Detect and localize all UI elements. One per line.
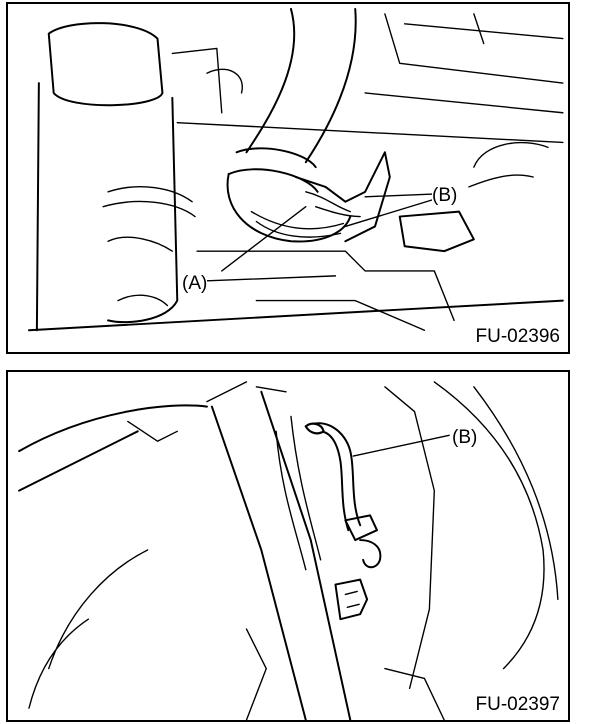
evap-hose-outer xyxy=(304,422,362,527)
body-curve-right xyxy=(433,381,545,670)
engine-bay-drawing xyxy=(27,7,564,332)
base-line xyxy=(27,299,564,332)
lower-frame xyxy=(196,250,455,331)
leader-a xyxy=(221,205,307,272)
fitting-bracket xyxy=(294,151,391,243)
bracket-outline xyxy=(171,47,243,114)
figure-id: FU-02397 xyxy=(473,694,562,716)
callout-a: (A) xyxy=(182,273,208,294)
tower-detail xyxy=(107,236,174,307)
lower-details xyxy=(245,628,445,720)
wheel-arch-lines xyxy=(18,404,208,492)
mount-bracket xyxy=(334,578,369,621)
strut-tower xyxy=(35,82,179,332)
breather-pipe xyxy=(275,415,322,571)
tower-bands xyxy=(102,186,196,218)
filler-pipe xyxy=(210,390,352,720)
bracket-bolts xyxy=(344,590,360,608)
lower-arch-lines xyxy=(28,549,149,709)
body-curve-far xyxy=(473,386,559,601)
hose-connector xyxy=(359,539,382,569)
figure-id: FU-02396 xyxy=(473,326,562,348)
mount-block xyxy=(398,210,475,253)
upper-body-lines xyxy=(127,381,287,442)
leader-b xyxy=(352,434,450,457)
hose-clamp xyxy=(227,147,319,193)
callout-b: (B) xyxy=(452,427,478,448)
evap-hose-inner xyxy=(314,430,350,532)
callout-b: (B) xyxy=(432,185,458,206)
hose-elbow xyxy=(226,173,352,243)
small-hoses xyxy=(305,191,361,218)
body-panel-edge xyxy=(384,386,436,690)
filler-hose xyxy=(245,7,357,164)
cylinder-top xyxy=(47,22,164,107)
hose-end-cap xyxy=(304,422,325,435)
figure-panel-bottom: (B) FU-02397 xyxy=(6,370,570,722)
elbow-ribs xyxy=(250,210,345,238)
body-panel-lines xyxy=(384,13,564,84)
leader-b-top xyxy=(344,193,440,228)
right-hose xyxy=(468,141,549,188)
figure-panel-top: (A) (B) FU-02396 xyxy=(6,2,570,354)
underbody-drawing xyxy=(18,381,559,720)
body-edge-lines xyxy=(176,92,564,144)
hose-clip xyxy=(344,514,378,542)
